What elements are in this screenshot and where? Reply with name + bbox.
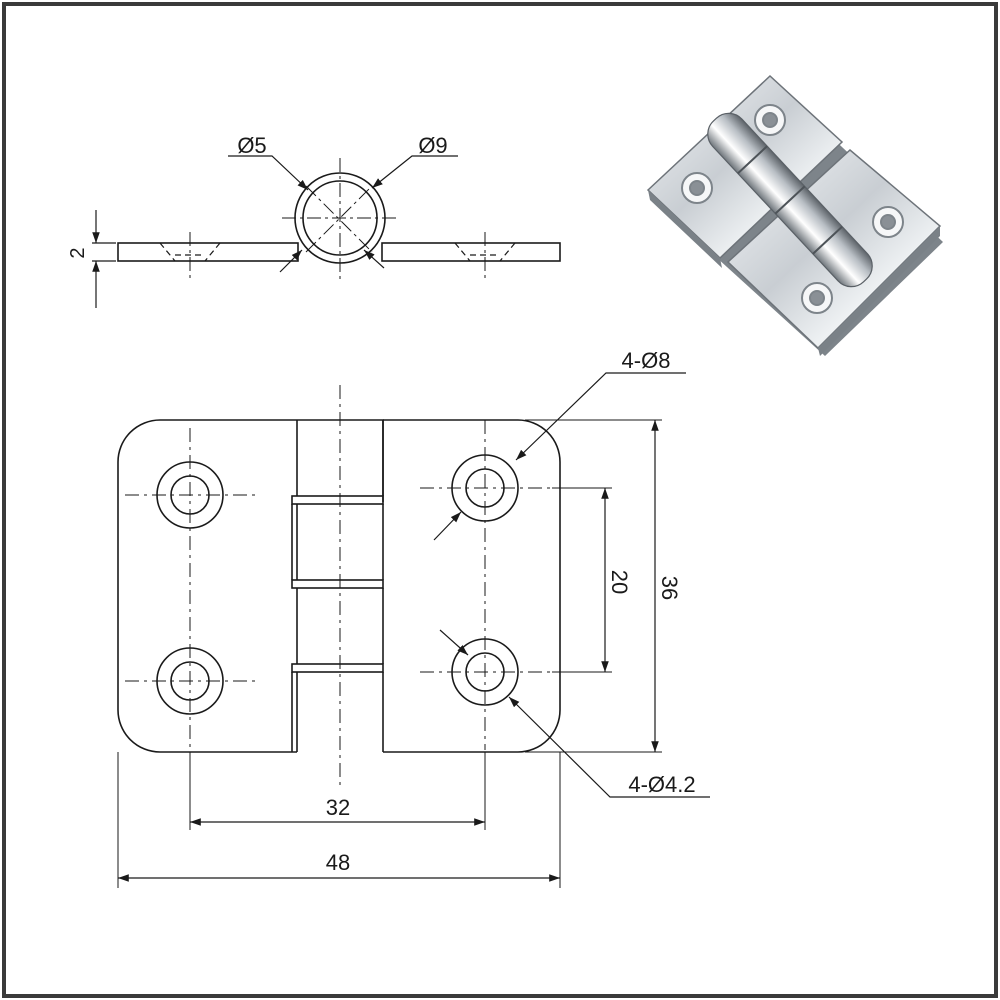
countersink-leader: [433, 372, 686, 541]
side-centerlines: [189, 158, 486, 282]
knuckle-dia-leader: [363, 155, 458, 269]
overall-width-label: 48: [326, 850, 350, 875]
side-view: [92, 155, 561, 308]
knuckle-dia-label: Ø9: [418, 133, 447, 158]
stainless-hinge-photo-icon: [646, 74, 943, 356]
photo-holes: [681, 104, 904, 314]
pin-dia-leader: [228, 155, 309, 273]
side-countersinks: [159, 242, 516, 262]
hole-pitch-x-label: 32: [326, 795, 350, 820]
extension-lines: [117, 419, 662, 888]
front-view: [117, 372, 710, 888]
overall-height-label: 36: [657, 576, 682, 600]
thickness-label: 2: [67, 247, 89, 258]
countersink-callout: 4-Ø8: [622, 348, 671, 373]
front-outline: [117, 419, 561, 753]
pin-dia-label: Ø5: [237, 133, 266, 158]
dimension-lines: [118, 420, 659, 882]
hole-callout: 4-Ø4.2: [628, 772, 695, 797]
side-plate-left: [117, 242, 299, 262]
front-centerlines: [125, 385, 552, 790]
hole-leader: [439, 629, 710, 798]
hole-pitch-y-label: 20: [607, 570, 632, 594]
side-plate-right: [381, 242, 561, 262]
front-knuckles: [291, 419, 384, 752]
photo-knuckle: [707, 112, 873, 288]
front-holes: [156, 454, 519, 715]
thickness-dimension: [92, 210, 116, 308]
